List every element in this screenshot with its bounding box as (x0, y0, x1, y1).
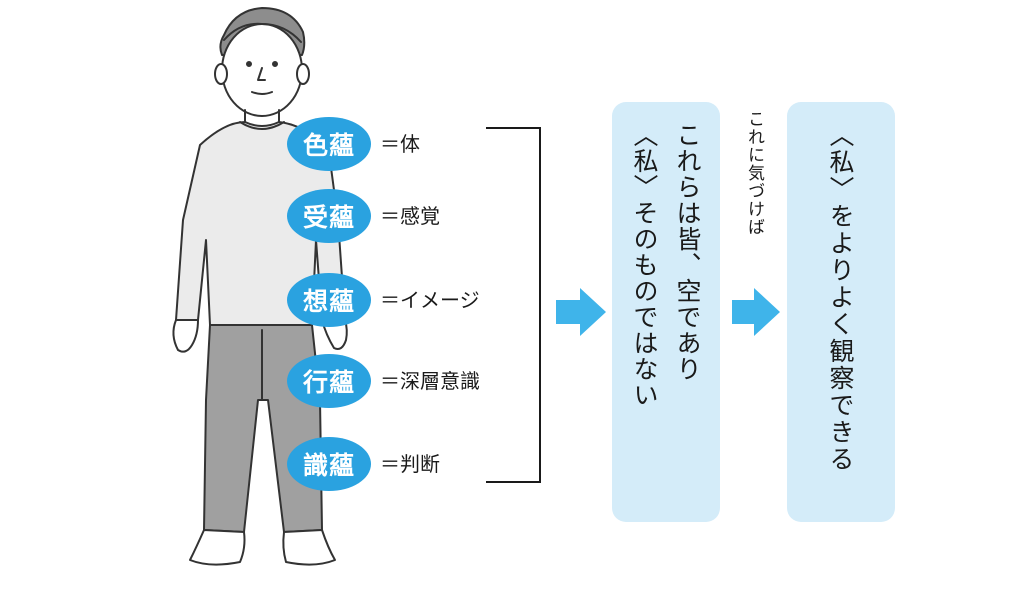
aggregate-meaning: ＝イメージ (380, 288, 480, 312)
aggregate-badge: 識蘊 (287, 437, 371, 491)
aggregate-badge: 行蘊 (287, 354, 371, 408)
aggregate-meaning: ＝判断 (380, 452, 440, 476)
aggregate-name: 想蘊 (302, 287, 355, 316)
aggregate-name: 識蘊 (302, 451, 355, 480)
aggregate-meaning: ＝体 (380, 132, 420, 156)
step1-panel (612, 102, 720, 522)
step2-panel (787, 102, 895, 522)
connector-label: これに気づけば (744, 110, 764, 236)
aggregate-meaning: ＝深層意識 (380, 369, 480, 393)
aggregate-badge: 色蘊 (287, 117, 371, 171)
aggregate-name: 行蘊 (302, 368, 355, 397)
aggregate-badge: 受蘊 (287, 189, 371, 243)
step1-line2: 〈私〉そのものではない (630, 122, 659, 408)
aggregate-meaning: ＝感覚 (380, 204, 440, 228)
aggregate-badge: 想蘊 (287, 273, 371, 327)
step1-line1: これらは皆、空であり (673, 122, 702, 382)
aggregate-name: 受蘊 (302, 203, 355, 232)
step2-line1: 〈私〉をよりよく観察できる (826, 122, 855, 473)
aggregate-name: 色蘊 (302, 131, 355, 160)
